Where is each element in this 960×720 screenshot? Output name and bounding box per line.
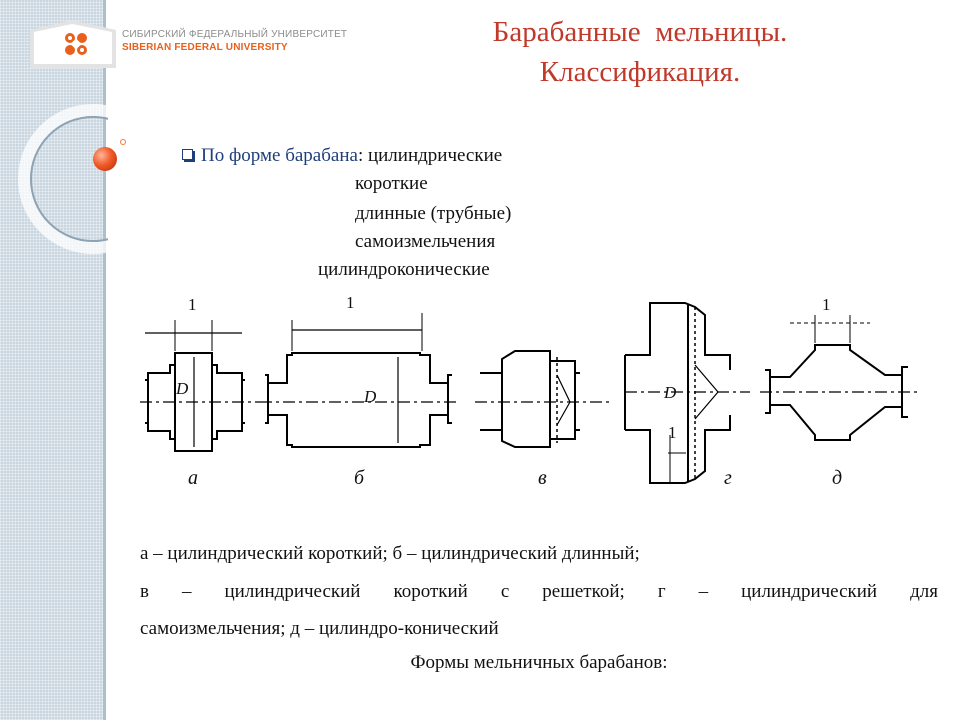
side-stripe-edge bbox=[103, 0, 106, 720]
dim-label-g: 1 bbox=[668, 423, 677, 442]
slide-title: Барабанные мельницы. Классификация. bbox=[430, 12, 850, 92]
dim-label-a: 1 bbox=[188, 295, 197, 314]
slide-title-line1: Барабанные мельницы. bbox=[492, 16, 788, 48]
diameter-label-b: D bbox=[364, 387, 377, 406]
panel-label-v: в bbox=[538, 467, 547, 489]
classification-item-short: короткие bbox=[355, 173, 428, 194]
university-name: СИБИРСКИЙ ФЕДЕРАЛЬНЫЙ УНИВЕРСИТЕТ SIBERI… bbox=[122, 28, 347, 54]
decor-dot-icon bbox=[120, 139, 126, 145]
university-name-en: SIBERIAN FEDERAL UNIVERSITY bbox=[122, 42, 288, 53]
diameter-label-a: D bbox=[176, 379, 189, 398]
classification-lead: По форме барабана bbox=[201, 145, 358, 166]
slide-title-line2: Классификация. bbox=[539, 56, 741, 88]
figure-title: Формы мельничных барабанов: bbox=[410, 652, 668, 673]
classification-item-conical: цилиндроконические bbox=[318, 259, 490, 280]
dim-label-d: 1 bbox=[822, 295, 831, 314]
university-name-ru: СИБИРСКИЙ ФЕДЕРАЛЬНЫЙ УНИВЕРСИТЕТ bbox=[122, 29, 348, 40]
caption-line-2: в – цилиндрический короткий с решеткой; … bbox=[140, 581, 938, 602]
panel-label-b: б bbox=[354, 467, 365, 489]
classification-first: : цилиндрические bbox=[357, 145, 503, 166]
checkbox-bullet-icon bbox=[182, 149, 193, 160]
drum-shapes-figure: 1 1 1 1 D D D а б в г д bbox=[130, 293, 930, 500]
classification-item-autogenous: самоизмельчения bbox=[355, 231, 496, 252]
decor-ring-inner bbox=[30, 116, 108, 242]
drum-shape-b bbox=[260, 313, 460, 448]
drum-shape-a bbox=[140, 320, 260, 452]
dim-label-b: 1 bbox=[346, 293, 355, 312]
panel-label-d: д bbox=[832, 467, 843, 489]
panel-label-g: г bbox=[724, 467, 732, 489]
drum-shape-g bbox=[624, 302, 750, 484]
classification-item-long: длинные (трубные) bbox=[355, 203, 512, 224]
drum-shape-d bbox=[760, 315, 920, 441]
panel-label-a: а bbox=[188, 467, 198, 489]
caption-line-1: а – цилиндрический короткий; б – цилиндр… bbox=[140, 543, 640, 564]
classification-heading: По форме барабана: цилиндрические bbox=[182, 142, 502, 170]
university-logo bbox=[30, 20, 116, 68]
caption-line-3: самоизмельчения; д – цилиндро-конический bbox=[140, 618, 499, 639]
diameter-label-g: D bbox=[664, 383, 677, 402]
decor-ball-icon bbox=[93, 147, 117, 171]
drum-shape-v bbox=[475, 350, 610, 448]
